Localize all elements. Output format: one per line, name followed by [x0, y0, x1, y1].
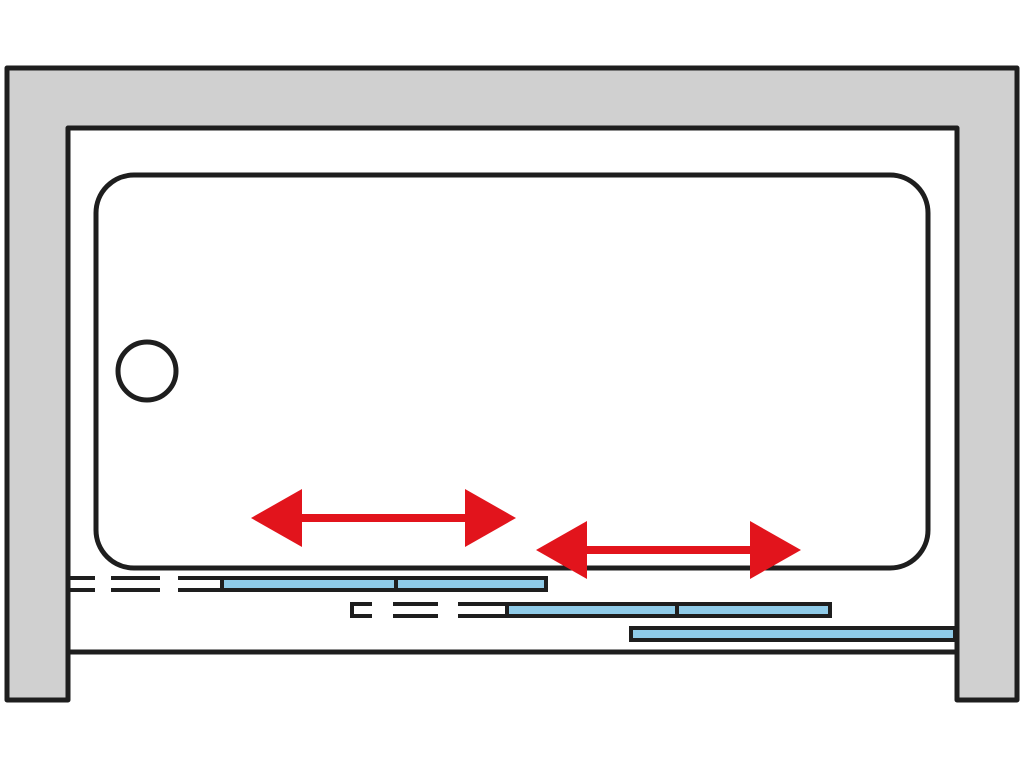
wall-frame: [4, 65, 1020, 703]
double-headed-arrow-icon: [251, 489, 516, 547]
glass-panel-2a: [505, 602, 679, 618]
bathtub: [93, 172, 931, 571]
track-row-2: [350, 602, 507, 618]
glass-panel-1b: [394, 576, 548, 592]
glass-panel-2b: [675, 602, 832, 618]
glass-panel-3: [629, 626, 957, 642]
double-headed-arrow-icon: [536, 521, 801, 579]
glass-panel-1a: [220, 576, 398, 592]
drain-icon: [115, 339, 179, 403]
track-row-1: [70, 576, 222, 592]
